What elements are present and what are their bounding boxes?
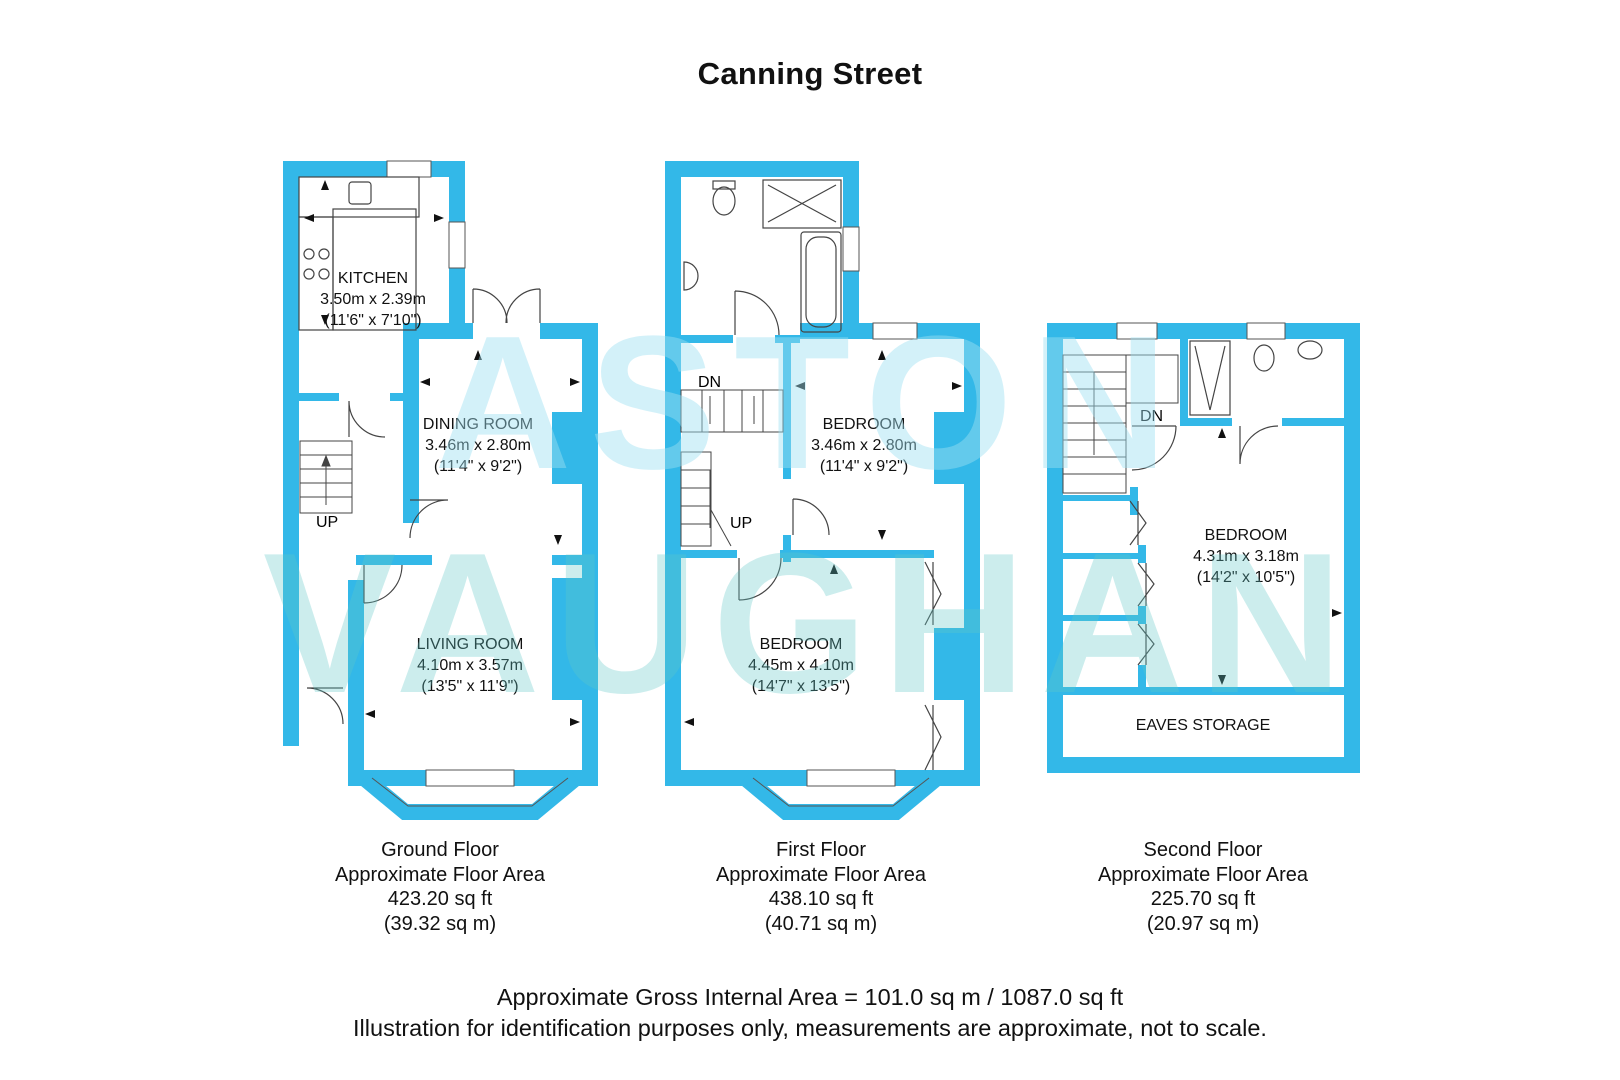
door-icon [409,499,449,539]
door-icon [792,498,830,536]
disclaimer-note: Illustration for identification purposes… [353,1015,1267,1041]
hob-ring-icon [318,268,330,280]
ground-floor-caption: Ground Floor Approximate Floor Area 423.… [280,838,600,936]
door-icon [363,564,403,604]
kitchen-metric: 3.50m x 2.39m [320,291,426,308]
bedroom-rear-metric: 3.46m x 2.80m [811,437,917,454]
door-icon [734,290,780,336]
first-floor-walls [665,161,980,786]
ground-floor-walls [283,161,598,786]
first-floor-stairs [680,389,784,547]
garden-door-icon [505,288,541,324]
second-floor-plan: DN BEDROOM 4.31m x 3.18m (14'2" x 10'5")… [1047,322,1360,773]
floor-area-sqm: (40.71 sq m) [764,912,878,935]
floor-area-sqm: (20.97 sq m) [1146,912,1260,935]
floor-area-sqm: (39.32 sq m) [383,912,497,935]
second-floor-room-labels: BEDROOM 4.31m x 3.18m (14'2" x 10'5") EA… [1136,527,1299,734]
floor-area-sqft: 225.70 sq ft [1150,888,1256,910]
cupboard-door-icon [1137,623,1155,666]
floor-area-label: Approximate Floor Area [334,863,546,886]
floor-name: First Floor [776,839,866,861]
second-floor-stairs [1062,354,1179,494]
kitchen-units [298,176,420,331]
first-floor-doors [734,290,942,771]
basin-icon [1297,340,1323,360]
ground-floor-plan: UP KITCHEN 3.50m x 2.39m (11'6" x 7'10")… [283,160,598,820]
front-door-icon [306,687,344,725]
dimension-markers [304,180,1342,726]
first-floor-up-label: UP [730,515,752,532]
ground-floor-stairs [299,440,353,514]
living-room-metric: 4.10m x 3.57m [417,657,523,674]
first-floor-bay-glazing [752,777,930,807]
door-icon [348,400,386,438]
ground-floor-room-labels: KITCHEN 3.50m x 2.39m (11'6" x 7'10") DI… [320,270,533,695]
door-icon [1131,425,1177,471]
hob-ring-icon [303,248,315,260]
garden-door-icon [472,288,508,324]
wardrobe-door-icon [924,704,942,771]
second-floor-down-label: DN [1140,408,1163,425]
floor-area-label: Approximate Floor Area [1097,863,1309,886]
bedroom-loft-name: BEDROOM [1205,527,1288,544]
living-room-imperial: (13'5" x 11'9") [421,678,518,695]
eaves-storage-name: EAVES STORAGE [1136,717,1271,734]
ground-floor-bay-glazing [371,777,569,807]
kitchen-sink-icon [348,181,372,205]
first-floor-down-label: DN [698,374,721,391]
second-floor-windows [1116,322,1286,340]
kitchen-imperial: (11'6" x 7'10") [324,312,421,329]
first-floor-room-labels: BEDROOM 3.46m x 2.80m (11'4" x 9'2") BED… [748,416,917,695]
second-floor-doors [1129,425,1279,666]
first-floor-windows [806,226,918,787]
basin-icon [683,261,699,291]
hob-ring-icon [318,248,330,260]
bedroom-rear-name: BEDROOM [823,416,906,433]
floor-area-sqft: 423.20 sq ft [387,888,493,910]
bedroom-loft-imperial: (14'2" x 10'5") [1197,569,1295,586]
cupboard-door-icon [1137,562,1155,607]
gross-area-note: Approximate Gross Internal Area = 101.0 … [496,984,1124,1010]
first-floor-caption: First Floor Approximate Floor Area 438.1… [661,838,981,936]
dining-room-metric: 3.46m x 2.80m [425,437,531,454]
dining-room-name: DINING ROOM [423,416,533,433]
ground-floor-bay-window [358,771,582,820]
shower-room-fittings [1189,340,1323,416]
first-floor-plan: DN UP BEDROOM 3.46m x 2.80m (11'4" x 9'2… [665,161,980,820]
toilet-icon [1253,344,1275,372]
bath-icon [800,231,842,333]
first-floor-bay-window [739,771,943,820]
watermark-line2: VAUGHAN [263,512,1357,735]
bedroom-loft-metric: 4.31m x 3.18m [1193,548,1299,565]
bedroom-front-imperial: (14'7" x 13'5") [752,678,850,695]
second-floor-caption: Second Floor Approximate Floor Area 225.… [1043,838,1363,936]
cupboard-door-icon [1129,500,1147,546]
dining-room-imperial: (11'4" x 9'2") [434,458,522,475]
bathroom-fittings [683,179,842,333]
bedroom-front-metric: 4.45m x 4.10m [748,657,854,674]
door-icon [1239,425,1279,465]
kitchen-name: KITCHEN [338,270,408,287]
ground-stair-label: UP [316,514,338,531]
hob-ring-icon [303,268,315,280]
ground-floor-windows [386,160,515,787]
bedroom-front-name: BEDROOM [760,636,843,653]
shower-tray-icon [1189,340,1231,416]
floor-area-label: Approximate Floor Area [715,863,927,886]
living-room-name: LIVING ROOM [417,636,524,653]
shower-tray-icon [762,179,842,229]
floor-area-sqft: 438.10 sq ft [768,888,874,910]
floor-name: Second Floor [1143,839,1263,861]
page-title: Canning Street [697,56,923,91]
door-icon [738,557,782,601]
floor-name: Ground Floor [381,839,499,861]
ground-floor-doors [306,288,541,725]
toilet-icon [712,186,736,216]
bedroom-rear-imperial: (11'4" x 9'2") [820,458,908,475]
wardrobe-door-icon [924,561,942,626]
